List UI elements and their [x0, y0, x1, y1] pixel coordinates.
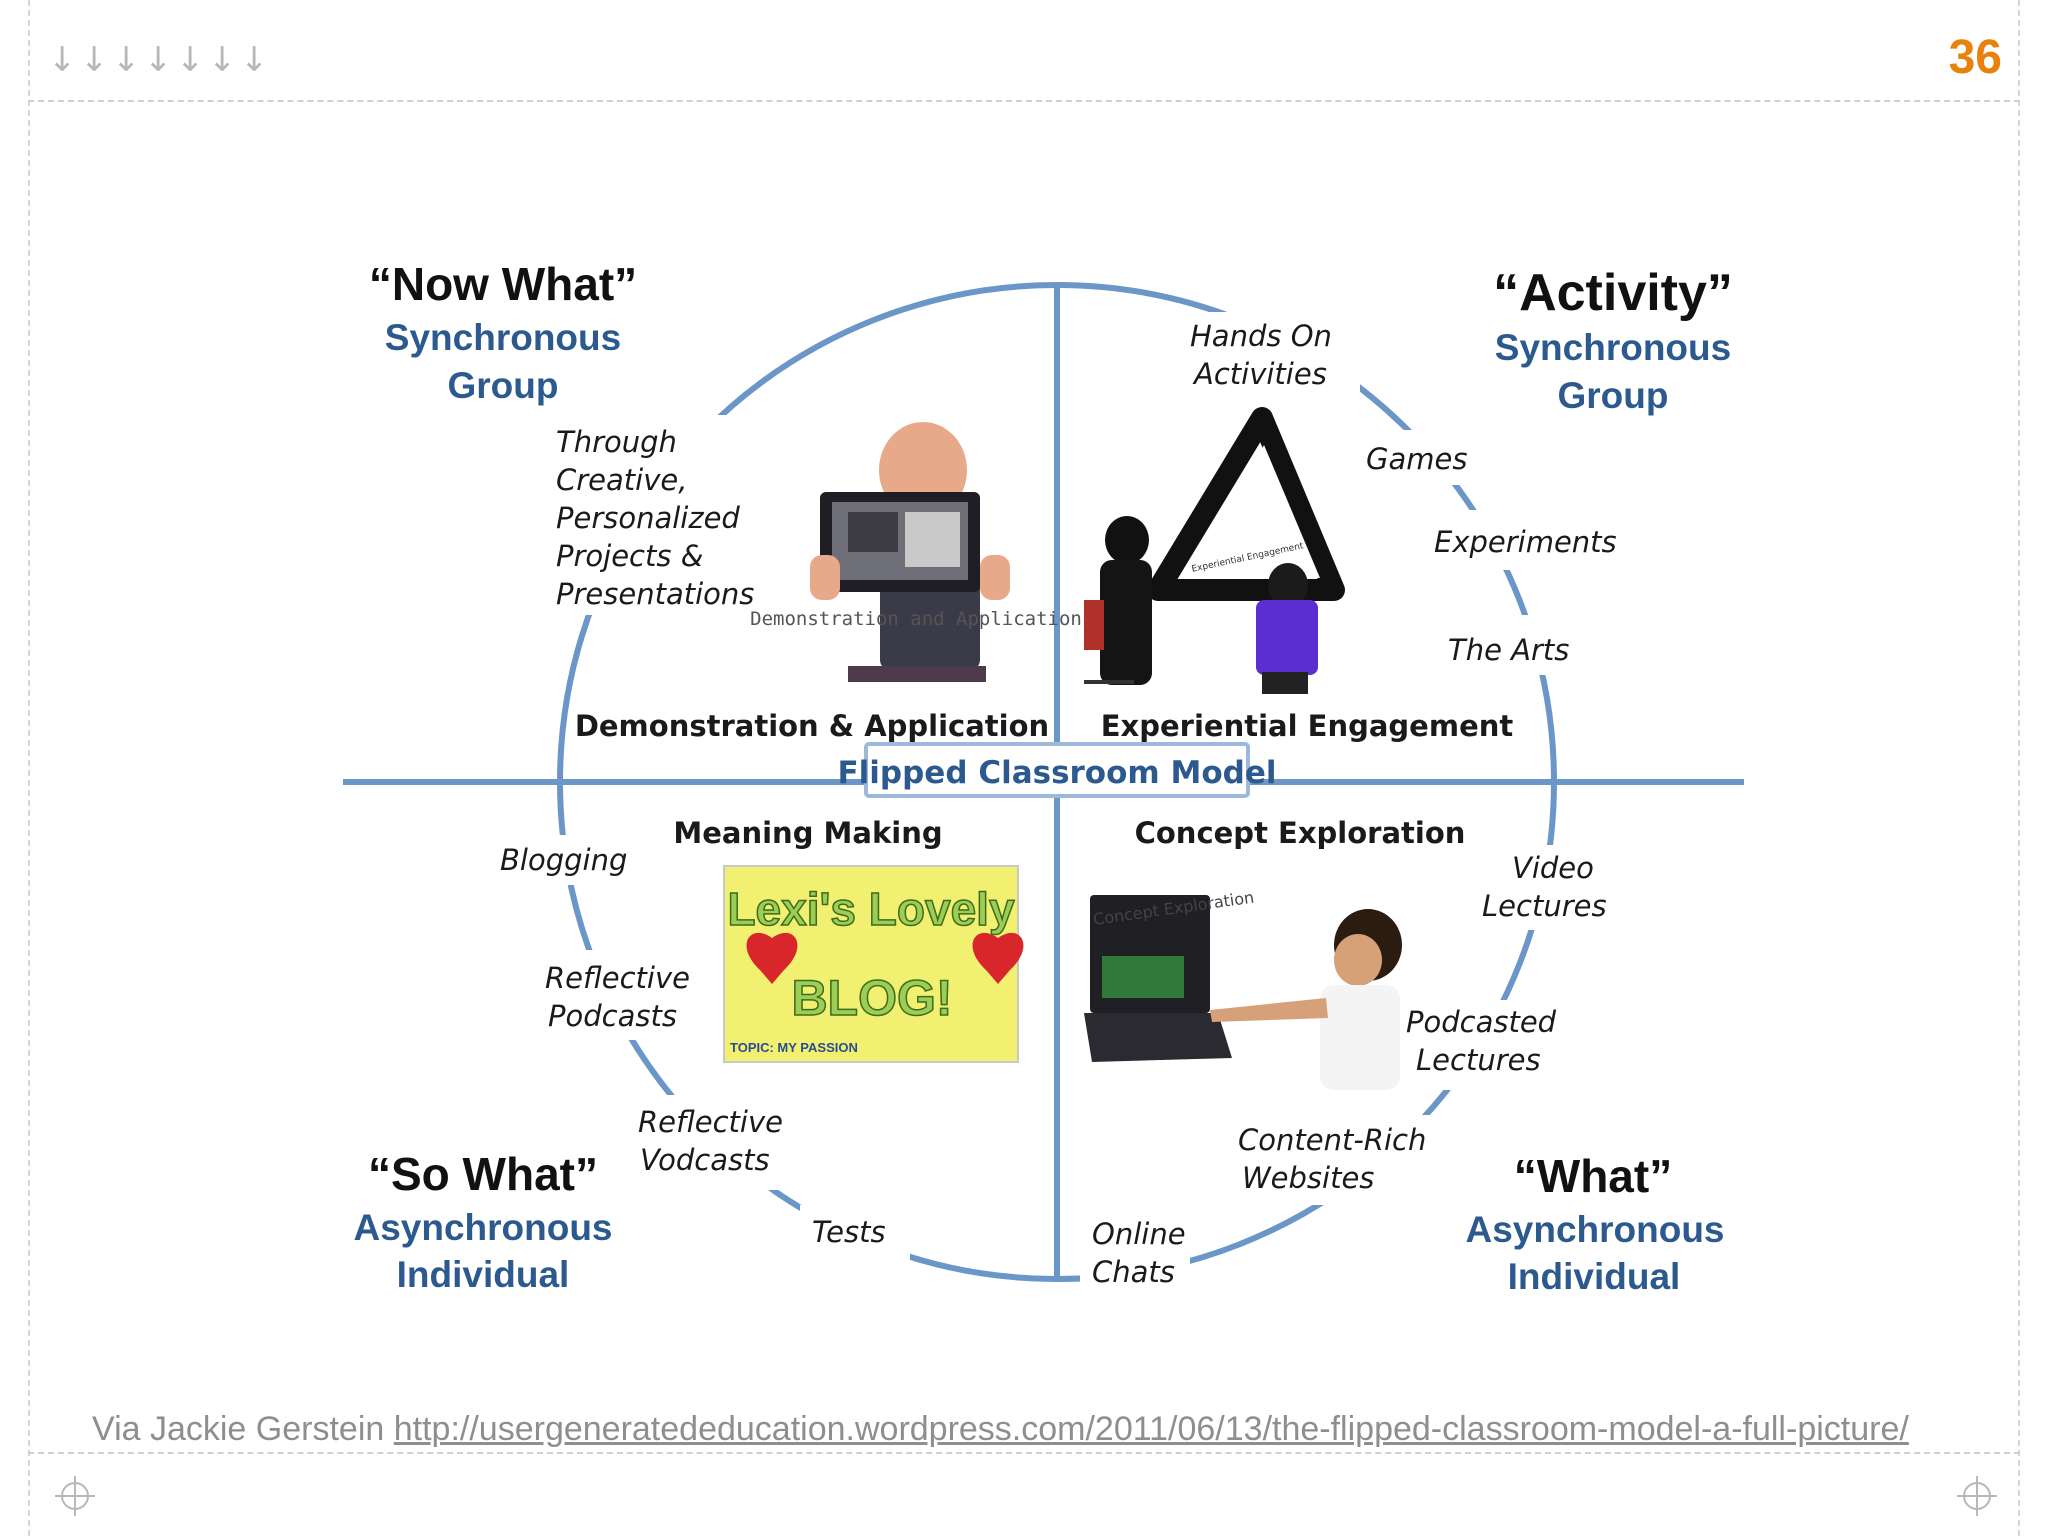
slide-frame: [28, 0, 2020, 1536]
blog-image: [723, 865, 1024, 1063]
down-arrow-icon: ↓: [80, 40, 109, 80]
demonstration-photo-caption: Demonstration and Application: [750, 608, 1082, 630]
bl-item-blogging: Blogging: [500, 843, 627, 877]
demonstration-photo: [810, 422, 1010, 682]
quadrant-sub-now-what-2: Group: [448, 365, 559, 406]
quadrant-sub-so-what-1: Asynchronous: [353, 1207, 612, 1248]
experiential-photo: [1084, 407, 1345, 694]
br-item-chats: Chats: [1092, 1255, 1175, 1289]
tr-item-experiments: Experiments: [1434, 525, 1617, 559]
blog-footer: TOPIC: MY PASSION: [730, 1040, 858, 1055]
tl-note-5: Presentations: [556, 577, 754, 611]
br-item-video: Video: [1512, 851, 1594, 885]
down-arrow-icon: ↓: [112, 40, 141, 80]
center-label: Flipped Classroom Model: [838, 755, 1277, 791]
bl-item-tests: Tests: [812, 1215, 886, 1249]
down-arrow-icon: ↓: [176, 40, 205, 80]
bl-item-vodcasts: Vodcasts: [640, 1143, 770, 1177]
tr-item-games: Games: [1366, 442, 1467, 476]
credit-prefix: Via Jackie Gerstein: [92, 1410, 385, 1448]
center-label-box: [864, 742, 1250, 798]
tl-note-1: Through: [556, 425, 677, 459]
crosshair-icon: [55, 1476, 95, 1516]
quadrant-sub-activity-2: Group: [1558, 375, 1669, 416]
quadrant-heading-what: “What”: [1514, 1150, 1672, 1202]
crosshair-icon: [1957, 1476, 1997, 1516]
source-credit: Via Jackie Gerstein http://usergenerated…: [92, 1410, 1909, 1449]
br-item-websites: Websites: [1242, 1161, 1374, 1195]
quadrant-sub-now-what-1: Synchronous: [385, 317, 621, 358]
down-arrow-icon: ↓: [144, 40, 173, 80]
header-divider: [28, 100, 2020, 102]
tr-item-the-arts: The Arts: [1448, 633, 1569, 667]
tr-item-activities: Activities: [1192, 357, 1327, 391]
br-item-online: Online: [1092, 1217, 1186, 1251]
down-arrow-icon: ↓: [208, 40, 237, 80]
br-item-podcasted: Podcasted: [1406, 1005, 1557, 1039]
tl-note-4: Projects &: [556, 539, 703, 573]
down-arrow-icon: ↓: [48, 40, 77, 80]
nav-arrows: ↓↓↓↓↓↓↓: [48, 40, 269, 80]
br-item-lectures-2: Lectures: [1416, 1043, 1541, 1077]
quadrant-heading-activity: “Activity”: [1493, 264, 1733, 322]
bl-item-reflective-1: Reflective: [545, 961, 690, 995]
br-item-content-rich: Content-Rich: [1238, 1123, 1426, 1157]
quadrant-sub-what-1: Asynchronous: [1465, 1209, 1724, 1250]
tl-note-3: Personalized: [556, 501, 740, 535]
bl-item-reflective-2: Reflective: [638, 1105, 783, 1139]
tl-note-2: Creative,: [556, 463, 687, 497]
footer-divider: [28, 1452, 2020, 1454]
quadrant-sub-so-what-2: Individual: [397, 1254, 570, 1295]
quadrant-heading-now-what: “Now What”: [369, 258, 637, 310]
br-item-lectures-1: Lectures: [1482, 889, 1607, 923]
quadrant-sub-activity-1: Synchronous: [1495, 327, 1731, 368]
quadrant-sub-what-2: Individual: [1508, 1256, 1681, 1297]
blog-title: Lexi's Lovely: [727, 883, 1014, 935]
down-arrow-icon: ↓: [240, 40, 269, 80]
section-meaning-making: Meaning Making: [673, 816, 942, 850]
blog-word: BLOG!: [791, 970, 952, 1026]
tr-item-hands-on: Hands On: [1190, 319, 1332, 353]
section-experiential: Experiential Engagement: [1101, 709, 1514, 743]
section-demonstration: Demonstration & Application: [575, 709, 1049, 743]
section-concept-exploration: Concept Exploration: [1135, 816, 1466, 850]
page-number: 36: [1948, 31, 2002, 84]
credit-link[interactable]: http://usergeneratededucation.wordpress.…: [393, 1410, 1909, 1448]
concept-photo: [1084, 895, 1402, 1090]
quadrant-heading-so-what: “So What”: [368, 1148, 598, 1200]
bl-item-podcasts: Podcasts: [548, 999, 677, 1033]
